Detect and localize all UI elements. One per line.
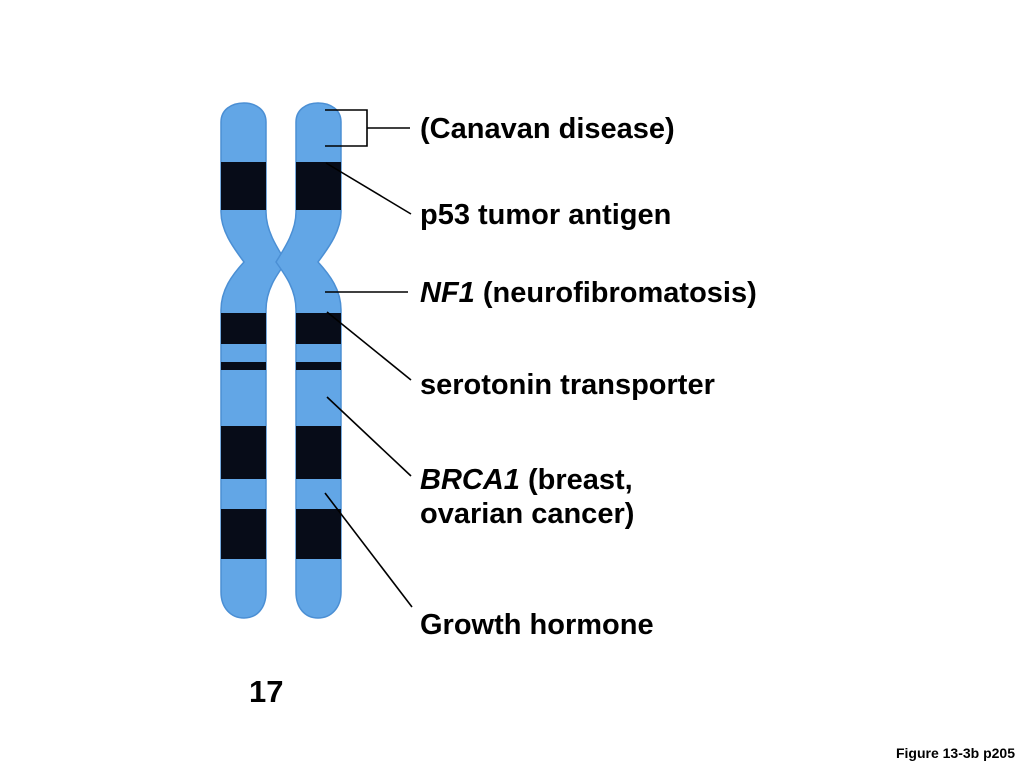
band-p-arm — [276, 162, 341, 210]
leader-serotonin — [326, 311, 412, 381]
left-chromatid — [220, 102, 287, 619]
leader-brca1 — [326, 396, 412, 477]
label-brca1-line2: ovarian cancer) — [420, 498, 635, 530]
label-canavan-disease: (Canavan disease) — [420, 112, 675, 146]
label-nf1-description: (neurofibromatosis) — [474, 277, 757, 309]
leader-p53 — [325, 162, 412, 215]
band-q-middle — [276, 426, 341, 479]
label-serotonin-text: serotonin transporter — [420, 369, 715, 401]
band-q-thin — [276, 362, 341, 370]
label-p53-text: p53 tumor antigen — [420, 199, 672, 231]
band-q-upper — [221, 313, 286, 344]
label-brca1: BRCA1 (breast, ovarian cancer) — [420, 463, 634, 531]
gene-name-nf1: NF1 — [420, 277, 475, 309]
leader-growth-hormone — [324, 492, 413, 608]
label-nf1: NF1 (neurofibromatosis) — [420, 276, 757, 310]
band-q-lower — [221, 509, 286, 559]
label-canavan-text: (Canavan disease) — [420, 113, 675, 145]
label-serotonin-transporter: serotonin transporter — [420, 368, 715, 402]
chromosome-number: 17 — [249, 674, 284, 709]
bracket-canavan — [325, 109, 410, 147]
band-q-middle — [221, 426, 286, 479]
label-growth-text: Growth hormone — [420, 609, 654, 641]
band-q-thin — [221, 362, 286, 370]
band-p-arm — [221, 162, 286, 210]
label-growth-hormone: Growth hormone — [420, 608, 654, 642]
label-brca1-description: (breast, — [519, 464, 633, 496]
right-chromatid — [275, 102, 342, 619]
label-p53-tumor-antigen: p53 tumor antigen — [420, 198, 671, 232]
gene-name-brca1: BRCA1 — [420, 464, 520, 496]
figure-caption: Figure 13-3b p205 — [895, 745, 1015, 761]
band-q-lower — [276, 509, 341, 559]
